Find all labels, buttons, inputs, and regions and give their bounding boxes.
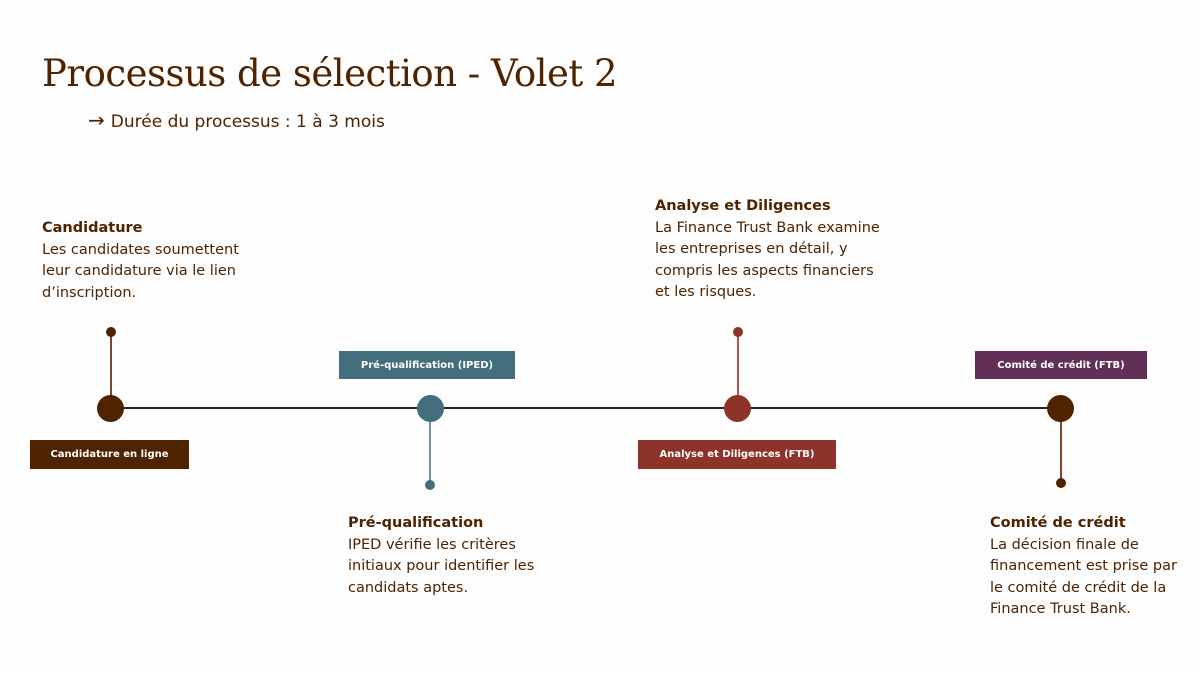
step-3-heading: Analyse et Diligences (655, 198, 831, 214)
step-2-node (417, 395, 444, 422)
step-3-stem-dot (733, 327, 743, 337)
step-1-label-box: Candidature en ligne (30, 440, 189, 469)
step-3-node (724, 395, 751, 422)
step-1-node (97, 395, 124, 422)
step-2-text: IPED vérifie les critères initiaux pour … (348, 536, 535, 596)
step-4-stem (1060, 415, 1062, 483)
step-3-text: La Finance Trust Bank examine les entrep… (655, 219, 880, 301)
page-title: Processus de sélection - Volet 2 (42, 52, 618, 95)
step-4-label-box: Comité de crédit (FTB) (975, 351, 1147, 379)
step-1-text: Les candidates soumettent leur candidatu… (42, 241, 239, 301)
step-1-stem (110, 333, 112, 403)
step-4-node (1047, 395, 1074, 422)
step-2-heading: Pré-qualification (348, 515, 484, 531)
step-1-stem-dot (106, 327, 116, 337)
step-3-label-box: Analyse et Diligences (FTB) (638, 440, 836, 469)
duration-subtitle: →Durée du processus : 1 à 3 mois (88, 108, 385, 132)
step-4-description: Comité de crédit La décision finale de fi… (990, 513, 1180, 621)
step-4-stem-dot (1056, 478, 1066, 488)
step-4-heading: Comité de crédit (990, 515, 1126, 531)
step-1-heading: Candidature (42, 220, 143, 236)
step-2-stem (429, 415, 431, 485)
step-4-text: La décision finale de financement est pr… (990, 536, 1177, 618)
timeline-axis (111, 407, 1061, 409)
step-2-stem-dot (425, 480, 435, 490)
step-3-description: Analyse et Diligences La Finance Trust Ba… (655, 196, 885, 304)
step-2-label-box: Pré-qualification (IPED) (339, 351, 515, 379)
step-3-stem (737, 333, 739, 403)
duration-text: Durée du processus : 1 à 3 mois (110, 112, 385, 132)
arrow-right-icon: → (88, 108, 105, 132)
